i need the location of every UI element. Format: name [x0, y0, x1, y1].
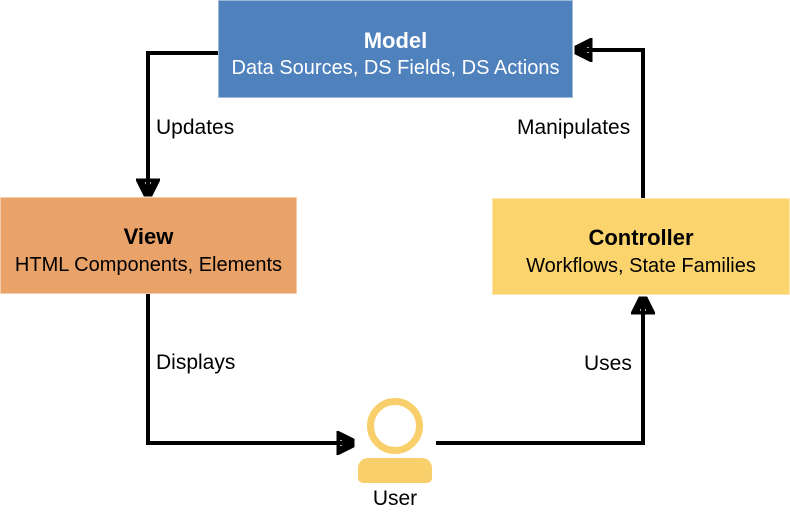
controller-subtitle: Workflows, State Families	[526, 254, 756, 277]
model-title: Model	[363, 27, 428, 53]
view-subtitle: HTML Components, Elements	[14, 253, 283, 276]
edge-label-uses: Uses	[584, 352, 632, 375]
user-body-icon	[358, 458, 432, 483]
view-title: View	[123, 224, 174, 250]
edge-label-displays: Displays	[156, 351, 236, 374]
model-subtitle: Data Sources, DS Fields, DS Actions	[231, 57, 560, 80]
edge-label-updates: Updates	[156, 116, 235, 139]
user-head-icon	[367, 398, 423, 454]
view-node: View HTML Components, Elements	[0, 197, 297, 294]
model-node: Model Data Sources, DS Fields, DS Action…	[218, 0, 573, 98]
controller-node: Controller Workflows, State Families	[492, 198, 790, 295]
controller-title: Controller	[588, 225, 694, 251]
user-label: User	[372, 487, 418, 510]
edge-label-manipulates: Manipulates	[517, 116, 631, 139]
